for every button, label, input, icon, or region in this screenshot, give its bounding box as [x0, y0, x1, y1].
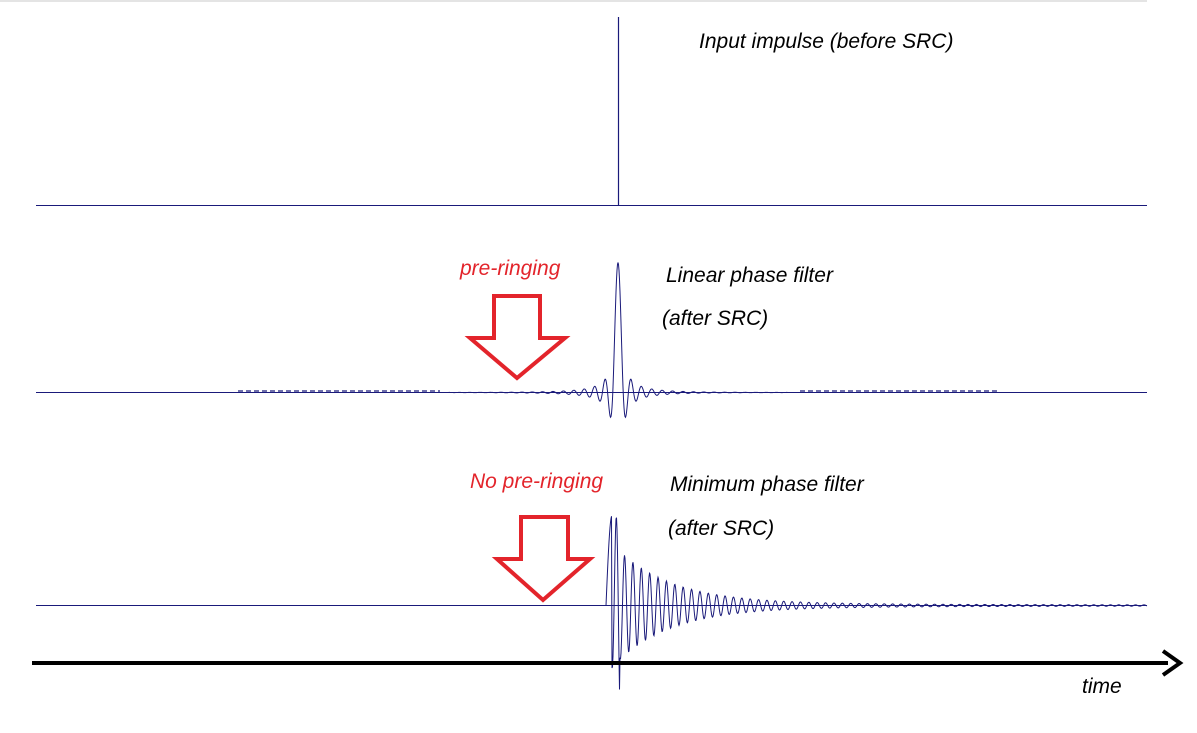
linear-phase-waveform	[439, 262, 801, 419]
minimum-phase-waveform	[594, 516, 1148, 690]
label-pre-ringing: pre-ringing	[460, 257, 561, 280]
label-linear-phase-filter: Linear phase filter	[666, 264, 833, 287]
label-no-pre-ringing: No pre-ringing	[470, 470, 604, 493]
label-minimum-phase-filter: Minimum phase filter	[670, 473, 864, 496]
pre-ringing-arrow	[464, 294, 571, 381]
label-linear-after-src: (after SRC)	[662, 307, 769, 330]
no-pre-ringing-arrow	[491, 515, 596, 603]
label-minimum-after-src: (after SRC)	[668, 517, 775, 540]
time-axis-arrowhead	[1161, 649, 1184, 677]
label-input-impulse: Input impulse (before SRC)	[699, 30, 954, 53]
label-time-axis: time	[1082, 675, 1122, 698]
